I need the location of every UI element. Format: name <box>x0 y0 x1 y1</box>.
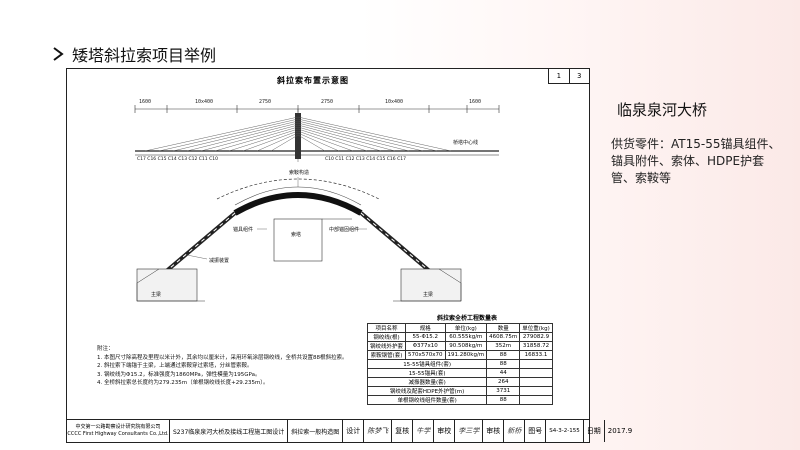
table-cell: 钢绞线外护套 <box>366 341 407 351</box>
table-cell: 44 <box>486 368 521 378</box>
chevron-right-icon <box>53 47 64 61</box>
table-cell: 88 <box>486 395 521 405</box>
table-cell: 90.508kg/m <box>444 341 488 351</box>
table-cell: 减振器数量(套) <box>366 377 488 387</box>
table-cell: 31858.72 <box>519 341 553 351</box>
note-line: 3. 钢绞线为Φ15.2，标准强度为1860MPa，弹性模量为195GPa。 <box>97 371 261 378</box>
span-dim: 2750 <box>321 99 334 105</box>
slide-title: 矮塔斜拉索项目举例 <box>72 46 217 65</box>
table-row: 钢绞线(根) 55-Φ15.2 60.555kg/m 4608.75m 2790… <box>366 332 553 342</box>
cable-labels-left: C17 C16 C15 C14 C13 C12 C11 C10 <box>137 157 218 162</box>
column-header: 单位重(kg) <box>519 323 553 333</box>
pylon-label: 桥塔中心线 <box>453 140 479 146</box>
table-cell: 264 <box>486 377 521 387</box>
drawing-notes: 附注： 1. 本图尺寸除高程及里程以米计外，其余均以厘米计，采用环氧涂层钢绞线，… <box>97 345 348 388</box>
column-header: 项目名称 <box>366 323 407 333</box>
company-cell: 中交第一公路勘察设计研究院有限公司 CCCC First Highway Con… <box>67 420 170 442</box>
table-cell: 88 <box>486 350 521 360</box>
table-cell: 60.555kg/m <box>444 332 488 342</box>
table-cell: 15-55锚具组件(套) <box>366 359 488 369</box>
tower-label: 索塔 <box>291 232 302 238</box>
project-description: 供货零件：AT15-55锚具组件、锚具附件、索体、HDPE护套管、索鞍等 <box>611 137 781 185</box>
check-label: 复核 <box>392 420 414 442</box>
table-cell <box>519 377 553 387</box>
column-header: 数量 <box>486 323 521 333</box>
drawing-date: 2017.9 <box>607 427 633 435</box>
span-dim: 2750 <box>259 99 272 105</box>
span-dim: 10x400 <box>385 99 404 105</box>
span-dim: 10x400 <box>195 99 214 105</box>
drawing-name: 斜拉索一般构造图 <box>288 420 344 442</box>
date-label: 日期 <box>584 420 605 442</box>
sheet-number: 1 3 <box>548 69 589 84</box>
sheet-current: 1 <box>549 69 570 83</box>
review-label: 审校 <box>434 420 456 442</box>
span-dim: 1600 <box>139 99 152 105</box>
design-signature: 陈梦飞 <box>364 420 393 442</box>
table-cell: 3731 <box>486 386 521 396</box>
table-cell <box>519 395 553 405</box>
engineering-drawing: 1 3 斜拉索布置示意图 1600 10x400 2750 2750 10x40… <box>66 68 632 443</box>
table-row: 单根钢绞线组件数量(套) 88 <box>366 395 553 405</box>
damper-label: 减振装置 <box>209 258 230 264</box>
column-header: 单位(kg) <box>444 323 488 333</box>
slide-header: 矮塔斜拉索项目举例 <box>52 44 217 65</box>
table-cell: 钢绞线(根) <box>366 332 407 342</box>
table-row: 15-55锚具组件(套) 88 <box>366 359 553 369</box>
table-cell: 570x570x70 <box>405 350 446 360</box>
note-line: 4. 全桥斜拉索总长度约为279.235m（单根钢绞线长度+29.235m）。 <box>97 380 269 386</box>
saddle-label: 索鞍构造 <box>289 170 310 176</box>
drawing-no-label: 图号 <box>525 420 547 442</box>
table-cell: 单根钢绞线组件数量(套) <box>366 395 488 405</box>
title-block: 中交第一公路勘察设计研究院有限公司 CCCC First Highway Con… <box>67 419 632 442</box>
sheet-total: 3 <box>577 72 582 80</box>
table-cell <box>519 368 553 378</box>
elevation-title: 斜拉索布置示意图 <box>277 76 349 85</box>
beam-right-label: 主梁 <box>423 292 434 298</box>
drawing-linework <box>134 105 500 302</box>
table-row: 索鞍钢管(套) 570x570x70 191.280kg/m 88 16833.… <box>366 350 553 360</box>
project-name: S237临泉泉河大桥及接线工程施工图设计 <box>170 420 289 442</box>
approve-label: 审核 <box>483 420 505 442</box>
column-header: 规格 <box>405 323 446 333</box>
table-row: 15-55锚具(套) 44 <box>366 368 553 378</box>
note-line: 1. 本图尺寸除高程及里程以米计外，其余均以厘米计，采用环氧涂层钢绞线，全桥共设… <box>97 354 348 361</box>
cable-labels-right: C10 C11 C12 C13 C14 C15 C16 C17 <box>325 157 406 162</box>
table-row: 钢绞线及配套HDPE外护管(m) 3731 <box>366 386 553 396</box>
project-title: 临泉泉河大桥 <box>617 101 708 119</box>
anchor-right-label: 中部锚固组件 <box>329 227 360 233</box>
table-row: 钢绞线外护套 Φ377x10 90.508kg/m 352m 31858.72 <box>366 341 553 351</box>
beam-left-label: 主梁 <box>151 292 162 298</box>
table-cell <box>519 386 553 396</box>
company-name-cn: 中交第一公路勘察设计研究院有限公司 <box>75 424 161 430</box>
span-dim: 1600 <box>469 99 482 105</box>
table-cell: 352m <box>486 341 521 351</box>
table-row: 减振器数量(套) 264 <box>366 377 553 387</box>
table-cell: 279082.9 <box>519 332 553 342</box>
review-signature: 李三学 <box>455 420 484 442</box>
anchor-left-label: 锚具组件 <box>233 227 254 233</box>
table-cell: 16833.1 <box>519 350 553 360</box>
company-name-en: CCCC First Highway Consultants Co.,Ltd. <box>67 431 169 437</box>
check-signature: 牛学 <box>413 420 435 442</box>
table-cell: 55-Φ15.2 <box>405 332 446 342</box>
table-cell: 15-55锚具(套) <box>366 368 488 378</box>
table-cell: Φ377x10 <box>405 341 446 351</box>
note-line: 2. 斜拉索下端锚于主梁，上端通过索鞍穿过索塔，分丝管索鞍。 <box>97 363 253 369</box>
approve-signature: 新桥 <box>504 420 526 442</box>
table-cell: 钢绞线及配套HDPE外护管(m) <box>366 386 488 396</box>
table-cell: 4608.75m <box>486 332 521 342</box>
drawing-no: S4-3-2-155 <box>546 420 584 442</box>
table-cell <box>519 359 553 369</box>
design-label: 设计 <box>343 420 365 442</box>
quantity-table-title: 斜拉索全桥工程数量表 <box>437 315 498 322</box>
quantity-table: 项目名称 规格 单位(kg) 数量 单位重(kg) 钢绞线(根) 55-Φ15.… <box>366 323 553 405</box>
note-line: 附注： <box>97 346 114 352</box>
table-header-row: 项目名称 规格 单位(kg) 数量 单位重(kg) <box>366 323 553 333</box>
table-cell: 索鞍钢管(套) <box>366 350 407 360</box>
table-cell: 191.280kg/m <box>444 350 488 360</box>
table-cell: 88 <box>486 359 521 369</box>
